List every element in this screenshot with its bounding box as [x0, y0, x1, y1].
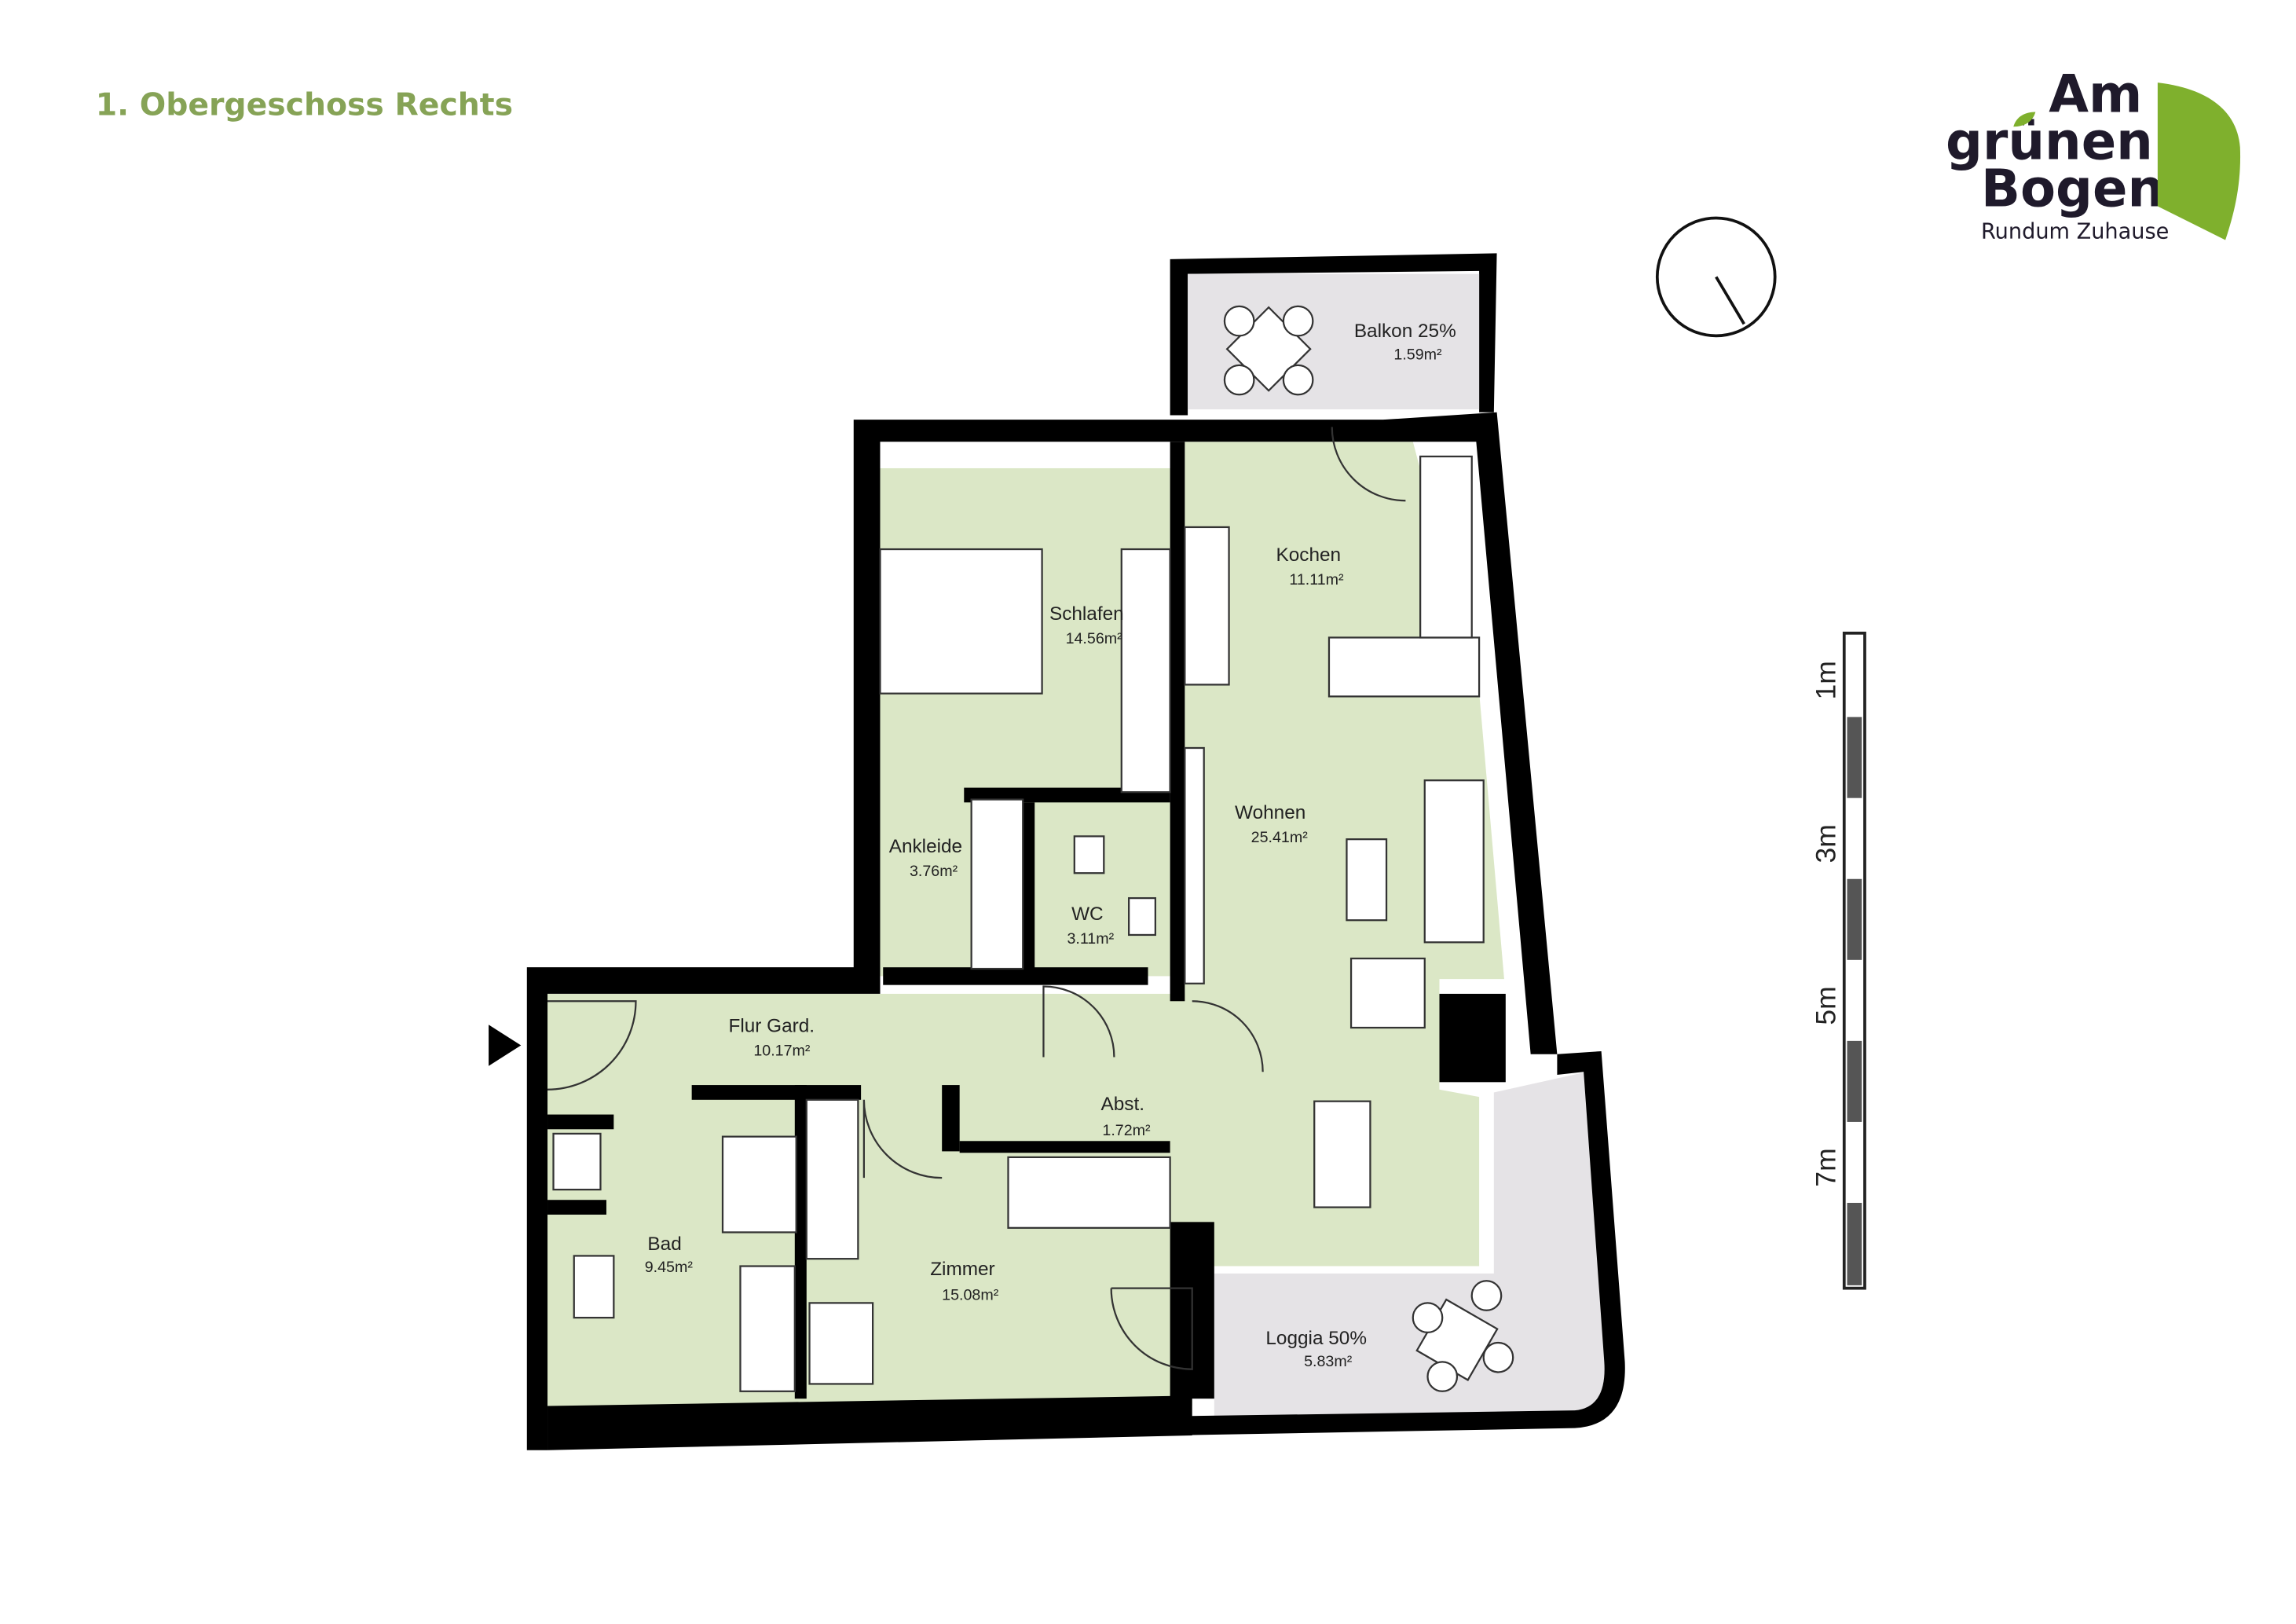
room-name-abst: Abst.	[1101, 1094, 1144, 1115]
room-name-balkon: Balkon 25%	[1354, 321, 1456, 342]
room-area-balkon: 1.59m²	[1393, 346, 1442, 363]
loggia	[1170, 1050, 1625, 1436]
scale-label-1m: 1m	[1811, 661, 1842, 699]
leaf-icon	[2157, 82, 2241, 240]
logo: Am grünen Bogen Rundum Zuhause	[1946, 65, 2241, 244]
room-area-bad: 9.45m²	[645, 1259, 694, 1276]
room-name-flur: Flur Gard.	[728, 1016, 815, 1037]
furniture	[547, 427, 1485, 1392]
room-name-schlafen: Schlafen	[1049, 603, 1124, 625]
scale-bar: 1m 3m 5m 7m	[1811, 631, 1866, 1290]
apartment-floor	[547, 442, 1504, 1406]
room-name-bad: Bad	[647, 1234, 681, 1255]
logo-tagline: Rundum Zuhause	[1981, 220, 2169, 244]
page-title: 1. Obergeschoss Rechts	[96, 86, 513, 123]
logo-line2: grünen	[1946, 112, 2153, 172]
room-area-wc: 3.11m²	[1067, 930, 1114, 948]
room-labels: Balkon 25% 1.59m² Kochen 11.11m² Schlafe…	[645, 321, 1456, 1370]
room-area-loggia: 5.83m²	[1304, 1353, 1353, 1370]
scale-label-3m: 3m	[1811, 824, 1842, 863]
room-area-zimmer: 15.08m²	[942, 1287, 999, 1304]
north-arrow-icon	[1715, 276, 1745, 325]
logo-line3: Bogen	[1981, 159, 2164, 218]
room-name-kochen: Kochen	[1276, 544, 1342, 566]
room-area-flur: 10.17m²	[753, 1043, 811, 1060]
scale-label-7m: 7m	[1811, 1148, 1842, 1186]
room-area-abst: 1.72m²	[1102, 1122, 1151, 1139]
small-leaf-icon	[2013, 112, 2036, 127]
logo-line1: Am	[2049, 65, 2142, 125]
room-area-kochen: 11.11m²	[1289, 571, 1344, 588]
north-compass	[1655, 216, 1777, 338]
scale-label-5m: 5m	[1811, 986, 1842, 1025]
walls	[526, 412, 1558, 1450]
room-area-wohnen: 25.41m²	[1251, 829, 1309, 846]
room-area-ankleide: 3.76m²	[910, 863, 958, 880]
room-name-ankleide: Ankleide	[889, 836, 962, 857]
room-name-wohnen: Wohnen	[1235, 802, 1305, 823]
room-area-schlafen: 14.56m²	[1066, 630, 1123, 647]
room-name-wc: WC	[1071, 904, 1104, 925]
room-name-zimmer: Zimmer	[930, 1259, 994, 1280]
room-name-loggia: Loggia 50%	[1265, 1328, 1367, 1349]
entrance-arrow-icon	[489, 1025, 522, 1066]
balcony	[1170, 253, 1497, 416]
